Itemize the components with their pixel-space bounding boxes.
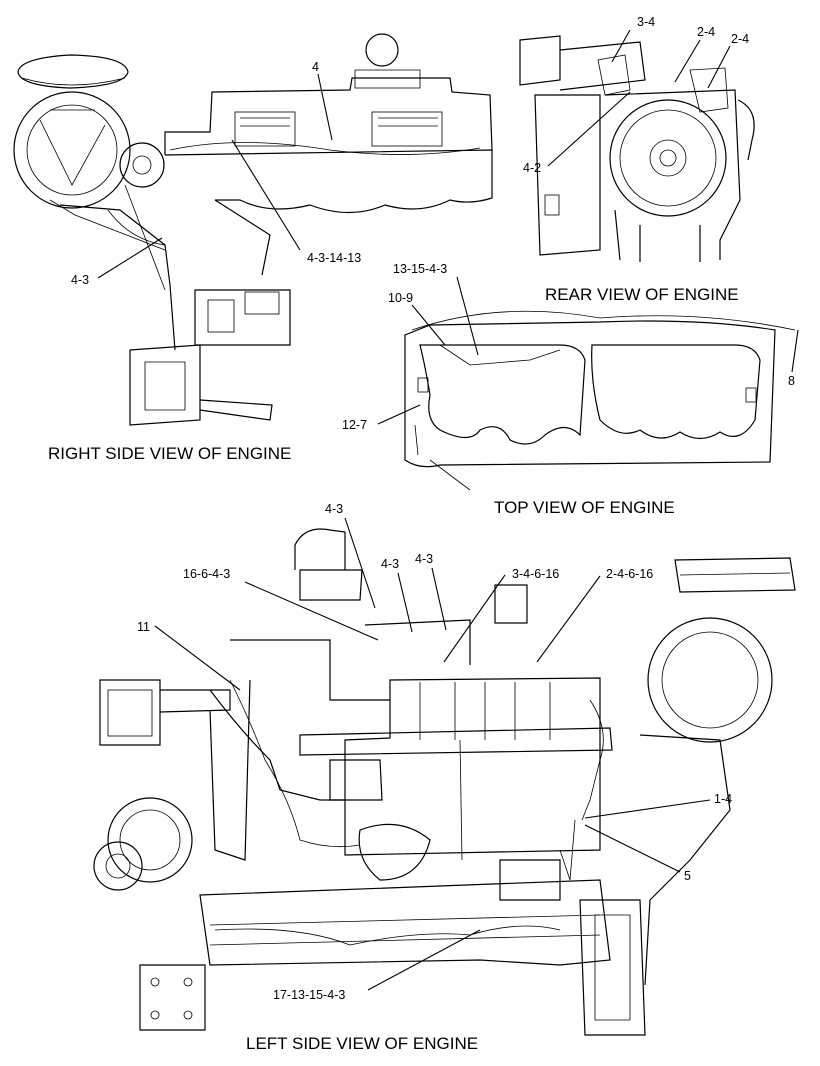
- callout-left-2-4-6-16: 2-4-6-16: [606, 567, 653, 581]
- leader-top-8: [791, 329, 799, 373]
- callout-top-8: 8: [788, 374, 795, 388]
- callout-top-10-9: 10-9: [388, 291, 413, 305]
- callout-left-4-3-right: 4-3: [415, 552, 433, 566]
- top-view-drawing: [404, 310, 796, 491]
- callout-left-17-13-15-4-3: 17-13-15-4-3: [273, 988, 345, 1002]
- callout-rear-3-4: 3-4: [637, 15, 655, 29]
- left-side-view-title: LEFT SIDE VIEW OF ENGINE: [246, 1034, 478, 1053]
- callout-left-11: 11: [137, 620, 150, 634]
- leader-rear-4-2: [547, 91, 631, 167]
- leader-left-2-4-6-16: [536, 575, 601, 663]
- leader-right-4-3-14-13: [231, 139, 301, 251]
- callout-right-4: 4: [312, 60, 319, 74]
- callout-left-4-3-top: 4-3: [325, 502, 343, 516]
- callout-left-4-3-mid: 4-3: [381, 557, 399, 571]
- leader-left-17-13-15-4-3: [367, 929, 481, 991]
- callout-top-12-7: 12-7: [342, 418, 367, 432]
- leader-right-4-3: [97, 237, 163, 279]
- callout-left-16-6-4-3: 16-6-4-3: [183, 567, 230, 581]
- leader-top-13-15-4-3: [456, 276, 479, 356]
- callout-rear-4-2: 4-2: [523, 161, 541, 175]
- callout-left-3-4-6-16: 3-4-6-16: [512, 567, 559, 581]
- callout-right-4-3-14-13: 4-3-14-13: [307, 251, 361, 265]
- callout-top-13-15-4-3: 13-15-4-3: [393, 262, 447, 276]
- leader-rear-2-4-b: [707, 45, 731, 89]
- leader-rear-2-4-a: [674, 39, 701, 83]
- right-side-view-title: RIGHT SIDE VIEW OF ENGINE: [48, 444, 291, 463]
- leader-right-4: [317, 73, 333, 141]
- right-side-view-drawing: [13, 33, 493, 426]
- leader-left-4-3-mid: [397, 572, 413, 633]
- leader-top-10-9: [411, 304, 446, 346]
- callout-rear-2-4-a: 2-4: [697, 25, 715, 39]
- leader-left-4-3-top: [344, 517, 376, 609]
- leader-left-5: [584, 824, 681, 873]
- leader-rear-3-4: [611, 29, 631, 63]
- callout-right-4-3: 4-3: [71, 273, 89, 287]
- left-side-view-drawing: [93, 528, 796, 1036]
- rear-view-drawing: [519, 35, 755, 262]
- leader-left-16-6-4-3: [244, 581, 379, 641]
- top-view-title: TOP VIEW OF ENGINE: [494, 498, 675, 517]
- callout-left-5: 5: [684, 869, 691, 883]
- leader-left-3-4-6-16: [443, 574, 506, 663]
- leader-left-11: [154, 625, 241, 691]
- leader-left-4-3-right: [431, 567, 447, 631]
- rear-view-title: REAR VIEW OF ENGINE: [545, 285, 739, 304]
- callout-left-1-4: 1-4: [714, 792, 732, 806]
- leader-left-1-4: [584, 799, 711, 819]
- leader-top-12-7: [377, 404, 421, 425]
- callout-rear-2-4-b: 2-4: [731, 32, 749, 46]
